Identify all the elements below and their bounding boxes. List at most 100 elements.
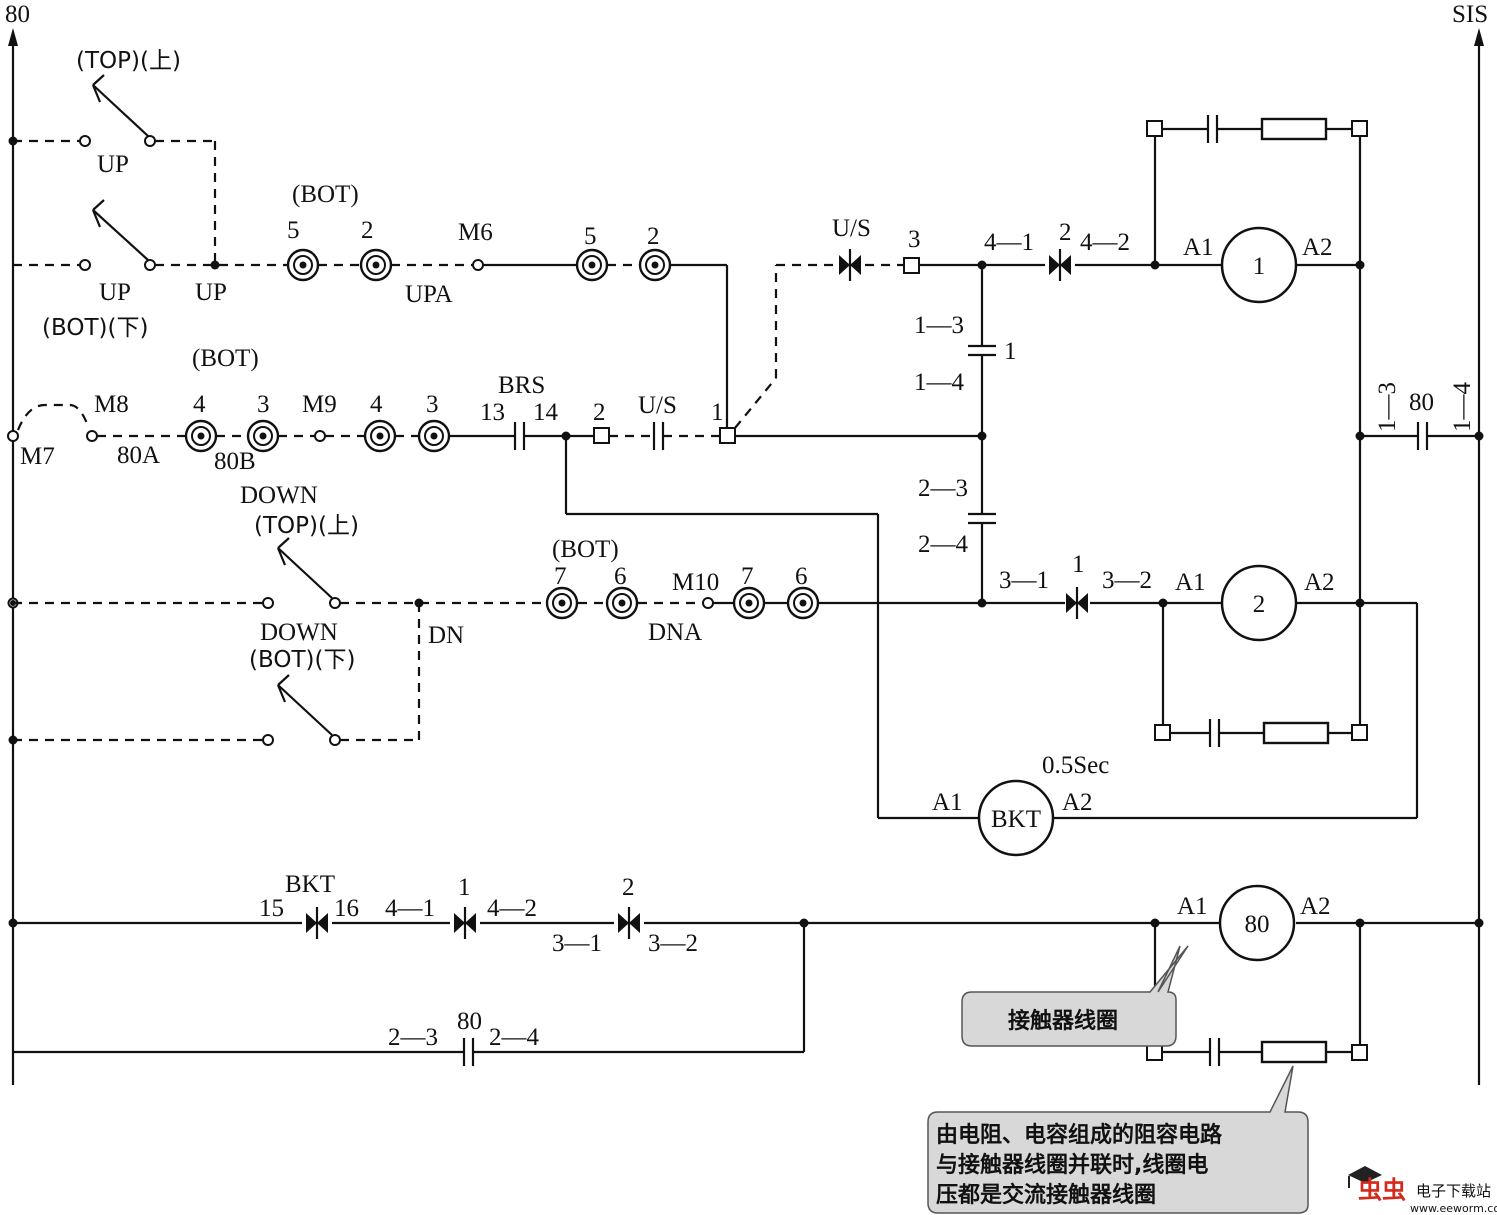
m8-label: M8: [94, 391, 129, 418]
node-3-label: 3: [908, 226, 921, 253]
cap-1-label: 1: [1004, 338, 1017, 365]
contact-4b-label: 4: [370, 391, 383, 418]
left-rail-label: 80: [5, 1, 30, 28]
terminal-contact-7b: [732, 586, 766, 620]
row-bkt-c31-label: 3—1: [552, 930, 602, 957]
dna-label: DNA: [648, 619, 702, 646]
terminal-contact-3b: [417, 419, 451, 453]
row-bkt-80-label: 80: [457, 1008, 482, 1035]
contact-6a-label: 6: [614, 563, 627, 590]
down-top-label: (TOP)(上): [254, 513, 359, 539]
r80-label: 80: [1409, 389, 1434, 416]
nc-contact-2-row-bkt: [616, 905, 642, 941]
up-junction-label: UP: [195, 279, 227, 306]
down-switch-label-1: DOWN: [240, 482, 318, 509]
bkt-contact-label: BKT: [285, 871, 335, 898]
coil-callout-bubble: [961, 945, 1189, 1047]
rc-callout-line-2: 与接触器线圈并联时,线圈电: [936, 1152, 1208, 1178]
nc-contact-1: [1064, 585, 1090, 621]
nc-contact-1-row-bkt: [452, 905, 478, 941]
up-top-label: (TOP)(上): [76, 48, 181, 74]
us-top-label: U/S: [832, 215, 871, 242]
up-contact-5b-label: 5: [584, 223, 597, 250]
bkt-a2-label: A2: [1062, 789, 1093, 816]
contact-6b-label: 6: [795, 563, 808, 590]
m10-label: M10: [672, 569, 719, 596]
coil-2-label: 2: [1253, 591, 1266, 618]
contact-3b-label: 3: [426, 391, 439, 418]
brs-14-label: 14: [533, 399, 559, 426]
rc-callout-line-1: 由电阻、电容组成的阻容电路: [936, 1122, 1223, 1148]
bkt-15-label: 15: [259, 895, 284, 922]
us-nc-contact: [837, 247, 863, 283]
coil-80-label: 80: [1245, 911, 1270, 938]
rc-callout-line-3: 压都是交流接触器线圈: [936, 1182, 1156, 1208]
up-contact-5a-label: 5: [287, 217, 300, 244]
terminal-contact-3a: [246, 419, 280, 453]
down-row-wiring: [7, 537, 1065, 746]
bkt-16-label: 16: [334, 895, 359, 922]
coil-callout-text: 接触器线圈: [1008, 1008, 1118, 1034]
row-bkt-n2-label: 2: [622, 874, 635, 901]
terminal-contact-5a: [286, 248, 320, 282]
terminal-contact-5b: [575, 248, 609, 282]
bkt-timer-label: BKT: [991, 806, 1041, 833]
c42-label: 4—2: [1080, 229, 1130, 256]
up-row-wiring: [8, 74, 729, 428]
bkt-row-wiring: [8, 918, 1484, 1066]
bkt-timer-coil: [977, 779, 1055, 857]
right-power-rail: [1474, 28, 1484, 1085]
up-switch-label-1: UP: [97, 151, 129, 178]
c23-label: 2—3: [918, 475, 968, 502]
coil1-a2-label: A2: [1302, 234, 1333, 261]
watermark-brand: 虫虫: [1358, 1176, 1406, 1204]
down-switch-label-2: DOWN: [260, 619, 338, 646]
coil-1-label: 1: [1253, 253, 1266, 280]
c31-label: 3—1: [999, 567, 1049, 594]
c14-label: 1—4: [914, 369, 965, 396]
nc-contact-2: [1047, 247, 1073, 283]
terminal-contact-2a: [359, 248, 393, 282]
down-bot-label: (BOT)(下): [249, 647, 355, 673]
contact-7b-label: 7: [741, 563, 754, 590]
terminal-contact-4b: [363, 419, 397, 453]
c32-label: 3—2: [1102, 567, 1152, 594]
left-power-rail: [8, 28, 18, 1085]
brs-row-wiring: [7, 263, 982, 820]
dn-label: DN: [428, 622, 464, 649]
coil2-a2-label: A2: [1304, 569, 1335, 596]
contact-4a-label: 4: [193, 391, 206, 418]
brs-13-label: 13: [480, 399, 505, 426]
rc-callout-bubble: [927, 1065, 1309, 1214]
right-section-wiring: [903, 115, 1484, 820]
c41-label: 4—1: [984, 229, 1034, 256]
watermark-site-name: 电子下载站: [1416, 1182, 1491, 1200]
up-bot-group-label: (BOT): [292, 181, 359, 208]
us-contact-label: U/S: [638, 392, 677, 419]
bkt-a1-label: A1: [932, 789, 963, 816]
bkt-nc-contact: [304, 905, 330, 941]
contact-3a-label: 3: [257, 391, 270, 418]
terminal-contact-7a: [545, 586, 579, 620]
terminal-contact-4a: [184, 419, 218, 453]
up-contact-2b-label: 2: [647, 223, 660, 250]
right-rail-label: SIS: [1452, 1, 1488, 28]
coil80-a2-label: A2: [1300, 893, 1331, 920]
row-bkt-c32-label: 3—2: [648, 930, 698, 957]
square-2-label: 2: [593, 399, 606, 426]
terminal-contact-2b: [638, 248, 672, 282]
terminal-contact-6b: [786, 586, 820, 620]
c2-label: 2: [1059, 219, 1072, 246]
up-switch-label-2: UP: [99, 279, 131, 306]
row-bkt-c42-label: 4—2: [487, 895, 537, 922]
contactor-coil-1: [1220, 226, 1298, 304]
brs-label: BRS: [498, 372, 545, 399]
c24-label: 2—4: [918, 531, 969, 558]
contactor-coil-80: [1218, 884, 1296, 962]
80b-label: 80B: [214, 448, 256, 475]
r13-label: 1—3: [1374, 382, 1401, 432]
square-1-label: 1: [711, 399, 724, 426]
row-bkt-c24-label: 2—4: [489, 1024, 540, 1051]
bkt-time-label: 0.5Sec: [1042, 752, 1109, 779]
